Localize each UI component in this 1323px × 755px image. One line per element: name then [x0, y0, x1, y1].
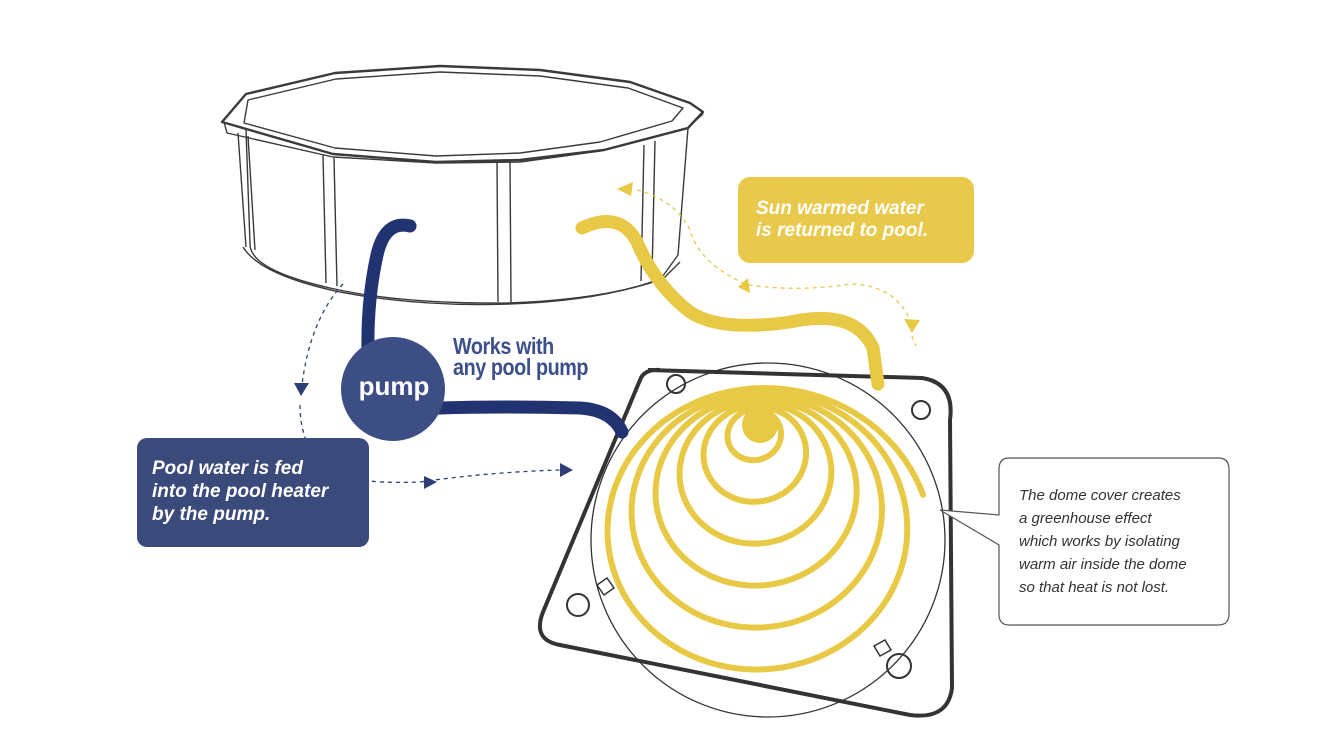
note-line: which works by isolating [1019, 533, 1180, 550]
pump-circle [341, 337, 445, 441]
sun-warmed-water-callout: Sun warmed water is returned to pool. [738, 177, 974, 263]
callout-line: is returned to pool. [756, 220, 929, 241]
callout-line: into the pool heater [152, 481, 329, 502]
above-ground-pool [220, 64, 705, 306]
callout-line: Sun warmed water [756, 198, 924, 219]
coil-center-dot [742, 407, 778, 443]
callout-line: Pool water is fed [152, 458, 303, 479]
callout-line: by the pump. [152, 504, 271, 525]
pool-water-fed-callout: Pool water is fed into the pool heater b… [137, 438, 369, 547]
note-line: a greenhouse effect [1019, 510, 1152, 527]
note-line: The dome cover creates [1019, 487, 1181, 504]
heating-coil-spiral [604, 384, 927, 673]
return-hose-yellow [575, 215, 885, 391]
works-line: any pool pump [453, 354, 589, 380]
dome-note-bubble [939, 457, 1230, 626]
pump-label: pump [358, 371, 430, 401]
dome-cover-note: The dome cover creates a greenhouse effe… [1019, 484, 1219, 599]
flow-arrow-heads [294, 182, 920, 489]
flow-arrows [299, 189, 917, 484]
works-line: Works with [453, 333, 554, 359]
note-line: so that heat is not lost. [1019, 579, 1170, 596]
note-line: warm air inside the dome [1019, 556, 1187, 573]
works-with-any-pump-label: Works with any pool pump [453, 333, 589, 380]
